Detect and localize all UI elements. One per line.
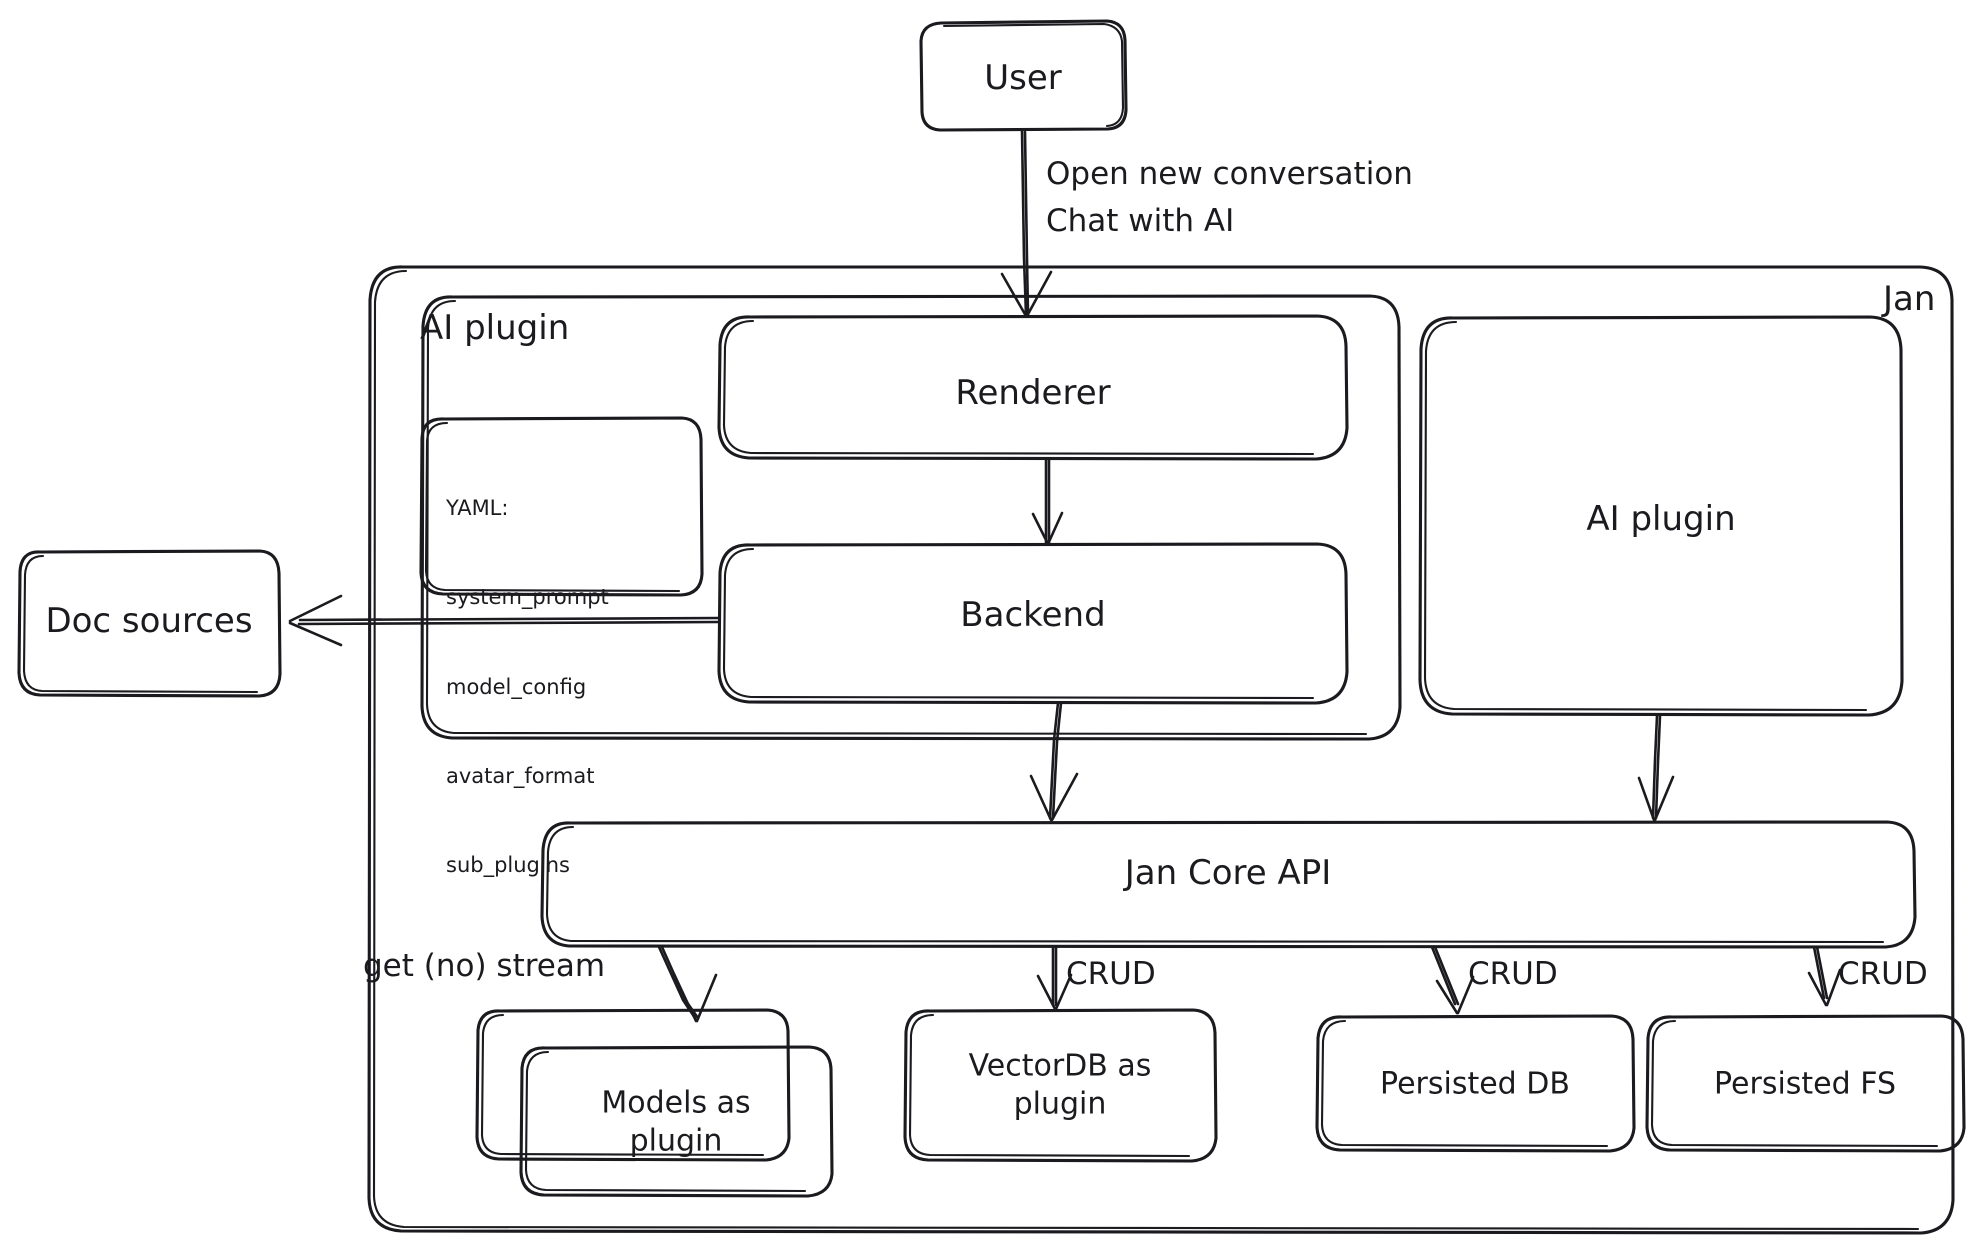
yaml-card-text: YAML: system_prompt model_config avatar_… — [446, 434, 609, 941]
yaml-line-0: YAML: — [446, 495, 509, 520]
renderer-node[interactable] — [719, 316, 1347, 459]
user-node-label: User — [984, 57, 1062, 98]
jan-core-api-node[interactable] — [542, 822, 1915, 947]
renderer-node-label: Renderer — [955, 372, 1111, 413]
backend-node-label: Backend — [960, 594, 1106, 635]
jan-core-api-node-label: Jan Core API — [1124, 852, 1332, 893]
ai-plugin-right-node-label: AI plugin — [1586, 498, 1736, 539]
arrow-ai-plugin-right-to-jan-core-api — [1637, 714, 1675, 822]
arrow-backend-to-jan-core-api — [1029, 701, 1079, 822]
edge-label-crud-persisted-db: CRUD — [1468, 956, 1558, 992]
edge-label-chat-with-ai: Chat with AI — [1046, 203, 1235, 239]
doc-sources-node[interactable] — [19, 551, 280, 696]
yaml-card-node[interactable] — [421, 418, 702, 595]
edge-label-open-new-conversation: Open new conversation — [1046, 156, 1413, 192]
vectordb-as-plugin-node-label: VectorDB as plugin — [969, 1048, 1152, 1123]
arrow-jan-core-api-to-persisted-fs — [1807, 945, 1842, 1007]
edge-label-crud-persisted-fs: CRUD — [1838, 956, 1928, 992]
vectordb-as-plugin-node[interactable] — [905, 1010, 1216, 1161]
persisted-fs-node[interactable] — [1647, 1016, 1964, 1151]
edge-label-crud-vectordb: CRUD — [1066, 956, 1156, 992]
arrow-jan-core-api-to-persisted-db — [1430, 945, 1475, 1015]
jan-container-label: Jan — [1883, 279, 1936, 319]
vectordb-as-plugin-text: VectorDB as plugin — [968, 1048, 1152, 1122]
models-as-plugin-node[interactable] — [521, 1047, 832, 1196]
models-as-plugin-node-label: Models as plugin — [601, 1085, 750, 1160]
edge-label-get-no-stream: get (no) stream — [363, 948, 606, 984]
doc-sources-node-label: Doc sources — [45, 600, 253, 641]
yaml-line-3: avatar_format — [446, 763, 595, 788]
persisted-fs-node-label: Persisted FS — [1714, 1066, 1896, 1102]
models-as-plugin-line-1: Models as plugin — [601, 1085, 751, 1159]
backend-node[interactable] — [719, 544, 1347, 703]
yaml-line-2: model_config — [446, 674, 587, 699]
arrow-user-to-renderer — [1000, 129, 1053, 318]
persisted-db-node-label: Persisted DB — [1380, 1066, 1570, 1102]
arrow-renderer-to-backend — [1031, 457, 1064, 546]
arrow-jan-core-api-to-models-as-plugin — [657, 945, 718, 1023]
ai-plugin-right-node[interactable] — [1420, 317, 1902, 715]
yaml-line-1: system_prompt — [446, 585, 609, 610]
user-node[interactable] — [921, 21, 1126, 131]
ai-plugin-group-label: AI plugin — [420, 308, 570, 348]
yaml-line-4: sub_plugins — [446, 853, 570, 878]
persisted-db-node[interactable] — [1317, 1016, 1634, 1151]
